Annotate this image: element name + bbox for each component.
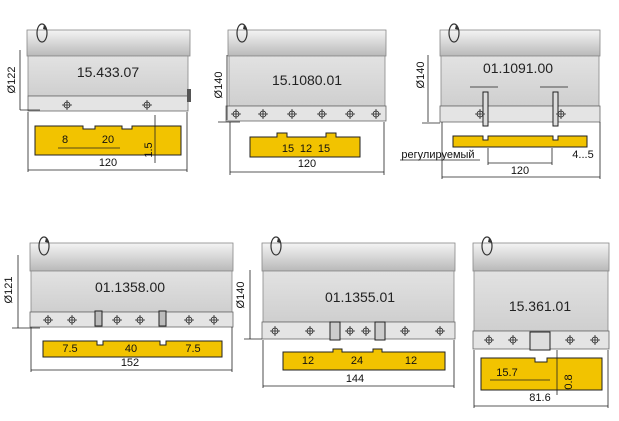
clamp xyxy=(187,89,191,102)
drum-panel-5: 01.1355.01 Ø140 12 24 12 144 xyxy=(235,236,456,388)
width-label: 81.6 xyxy=(529,392,550,404)
knife-strip xyxy=(27,95,189,112)
drum-panel-1: 15.433.07 Ø122 8 20 1.5 120 xyxy=(6,23,191,172)
drum-code: 15.361.01 xyxy=(509,298,571,314)
drum-body xyxy=(27,55,189,97)
diameter-label: Ø140 xyxy=(213,72,225,99)
dim-label: 15 xyxy=(318,143,330,155)
drum-code: 01.1358.00 xyxy=(95,279,165,295)
drum-panel-3: 01.1091.00 Ø140 регулируемый 4...5 120 xyxy=(400,23,601,179)
width-label: 120 xyxy=(99,157,117,169)
diameter-label: Ø140 xyxy=(415,62,427,89)
width-label: 120 xyxy=(511,165,529,177)
width-label: 152 xyxy=(121,357,139,369)
dim-label: 1.5 xyxy=(143,142,155,157)
dim-label: 12 xyxy=(300,143,312,155)
drum-panel-6: 15.361.01 15.7 0.8 81.6 xyxy=(472,236,610,408)
dim-label: 24 xyxy=(351,355,363,367)
dim-label: 7.5 xyxy=(185,343,200,355)
drum-panel-4: 01.1358.00 Ø121 7.5 40 7.5 152 xyxy=(3,236,234,372)
drum-top xyxy=(26,29,191,57)
dim-label: 40 xyxy=(125,343,137,355)
dim-label: 7.5 xyxy=(62,343,77,355)
diameter-label: Ø140 xyxy=(235,282,247,309)
diameter-label: Ø122 xyxy=(6,67,18,94)
dim-label: 20 xyxy=(102,134,114,146)
dim-label: 12 xyxy=(405,355,417,367)
drum-panel-2: 15.1080.01 Ø140 15 12 15 120 xyxy=(213,23,387,175)
drum-code: 01.1091.00 xyxy=(483,60,553,76)
dim-label: 8 xyxy=(62,134,68,146)
drum-code: 15.433.07 xyxy=(77,64,139,80)
dim-label: 12 xyxy=(302,355,314,367)
adjustable-label: регулируемый xyxy=(401,149,474,161)
width-label: 120 xyxy=(298,158,316,170)
drum-code: 15.1080.01 xyxy=(272,72,342,88)
dim-label: 15 xyxy=(282,143,294,155)
diameter-label: Ø121 xyxy=(3,277,15,304)
dim-label: 0.8 xyxy=(563,374,575,389)
dim-label: 4...5 xyxy=(572,149,593,161)
width-label: 144 xyxy=(346,373,364,385)
drum-code: 01.1355.01 xyxy=(325,289,395,305)
dim-label: 15.7 xyxy=(496,367,517,379)
